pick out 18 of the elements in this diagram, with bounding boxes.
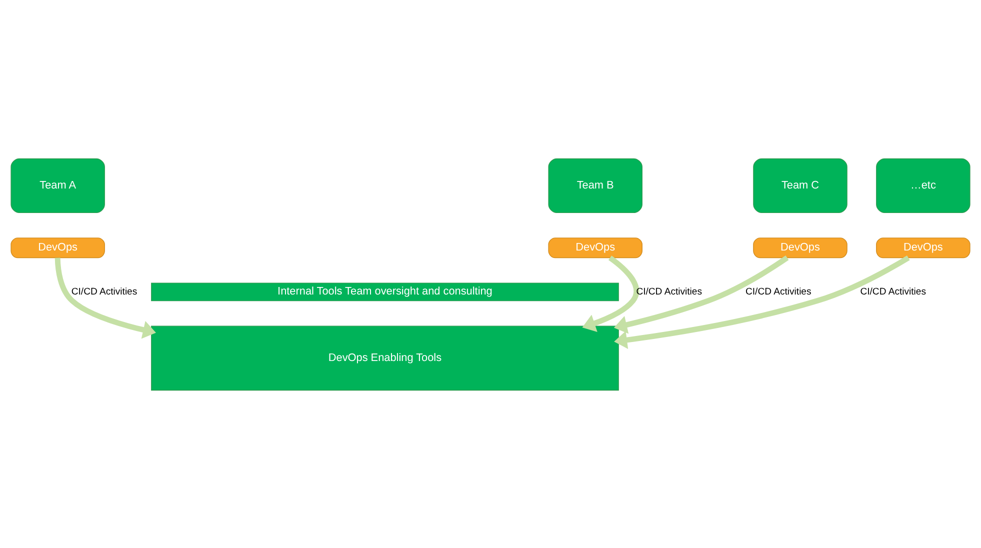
node-box: Team B (548, 158, 642, 213)
arrow (54, 257, 156, 338)
node-box: Team C (753, 158, 848, 213)
node-box: DevOps (548, 237, 642, 258)
node-box: …etc (876, 158, 970, 213)
edge-label: CI/CD Activities (71, 286, 138, 297)
node-box: Internal Tools Team oversight and consulting (151, 282, 619, 301)
edge-label: CI/CD Activities (636, 286, 702, 297)
edge-label: CI/CD Activities (860, 286, 926, 297)
node-box: DevOps (753, 237, 848, 258)
node-box: DevOps (10, 237, 105, 258)
arrow (614, 254, 910, 348)
node-box: DevOps (876, 237, 970, 258)
node-box: DevOps Enabling Tools (151, 325, 619, 390)
node-box: Team A (10, 158, 105, 213)
edge-label: CI/CD Activities (745, 286, 812, 297)
arrow (614, 255, 789, 334)
arrow (582, 255, 640, 332)
